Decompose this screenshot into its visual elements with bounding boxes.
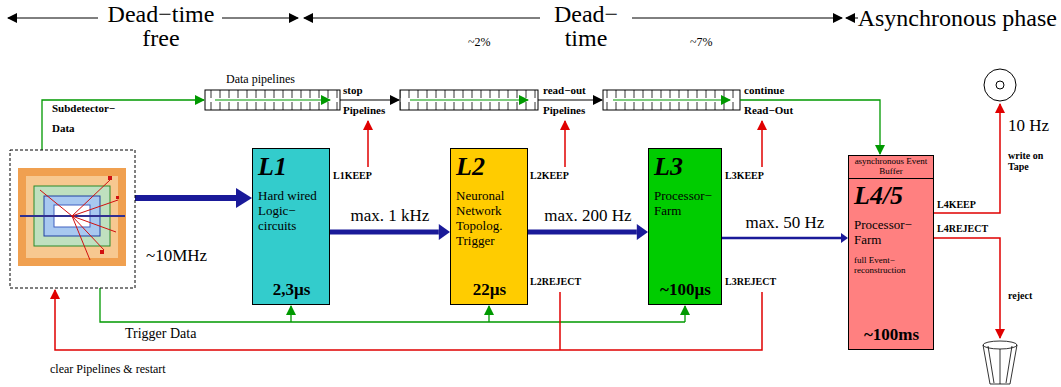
tape-disk — [984, 69, 1016, 101]
signal-name: L2KEEP — [530, 170, 569, 181]
arrowhead — [637, 224, 648, 240]
stage-title: L3 — [654, 152, 717, 182]
rate-label: 10 Hz — [1008, 116, 1049, 136]
output-note: write on Tape — [1008, 150, 1056, 172]
signal-name: L4REJECT — [937, 223, 988, 234]
phase-heading: Dead−time free — [100, 2, 222, 50]
stage-description: Processor− Farm — [854, 217, 929, 247]
rate-label: max. 1 kHz — [349, 206, 432, 226]
rate-label: ~10MHz — [146, 246, 207, 266]
stage-note: full Event− reconstruction — [854, 255, 929, 275]
pipeline-action: continue Read−Out — [744, 80, 818, 120]
trigger-level-box: L3Processor− Farm ~100µs — [648, 148, 722, 305]
output-note: reject — [1008, 290, 1032, 301]
bus-name: Trigger Data — [125, 326, 196, 342]
event-flow-arrow — [722, 237, 841, 240]
data-lines — [42, 100, 880, 322]
latency-value: 2,3µs — [258, 280, 325, 300]
detector-illustration — [10, 150, 135, 288]
deadtime-percent: ~7% — [690, 35, 713, 50]
waste-basket — [983, 341, 1017, 384]
trigger-level-box: asynchronous Event BufferL4/5Processor− … — [848, 155, 934, 350]
phase-heading: Asynchronous phase — [858, 6, 1057, 30]
stage-description: Processor− Farm — [654, 188, 717, 218]
arrowhead — [841, 233, 848, 243]
control-lines — [55, 104, 1000, 350]
signal-name: L3KEEP — [725, 170, 764, 181]
trigger-level-box: L1Hard wired Logic− circuits 2,3µs — [252, 148, 330, 305]
bus-name: clear Pipelines & restart — [50, 362, 166, 377]
pipeline-action: stop Pipelines — [343, 80, 399, 120]
pipeline-arrows — [340, 99, 602, 100]
input-arrow — [135, 195, 238, 201]
stage-title: L1 — [258, 152, 325, 182]
trigger-level-box: L2Neuronal Network Topolog. Trigger 22µs — [450, 148, 528, 305]
event-flow-arrow — [528, 230, 637, 235]
event-flow-arrow — [330, 230, 439, 235]
signal-name: L3REJECT — [725, 276, 776, 287]
latency-value: 22µs — [456, 280, 523, 300]
stage-description: Hard wired Logic− circuits — [258, 188, 325, 233]
stage-title: L4/5 — [854, 181, 929, 211]
pipeline-title: Data pipelines — [226, 72, 295, 87]
deadtime-percent: ~2% — [468, 35, 491, 50]
signal-name: Subdetector− Data — [52, 98, 128, 138]
latency-value: ~100µs — [654, 280, 717, 300]
input-arrowhead — [236, 188, 252, 208]
phase-heading: Dead− time — [540, 2, 632, 50]
rate-label: max. 50 Hz — [744, 213, 827, 233]
stage-title: L2 — [456, 152, 523, 182]
rate-label: max. 200 Hz — [542, 206, 633, 226]
buffer-heading: asynchronous Event Buffer — [849, 156, 933, 179]
latency-value: ~100ms — [854, 325, 929, 345]
pipeline-action: read−out Pipelines — [543, 80, 603, 120]
signal-name: L2REJECT — [530, 276, 581, 287]
signal-name: L4KEEP — [937, 199, 976, 210]
stage-description: Neuronal Network Topolog. Trigger — [456, 188, 523, 248]
arrowhead — [439, 224, 450, 240]
data-pipelines — [205, 90, 740, 110]
signal-name: L1KEEP — [333, 170, 372, 181]
